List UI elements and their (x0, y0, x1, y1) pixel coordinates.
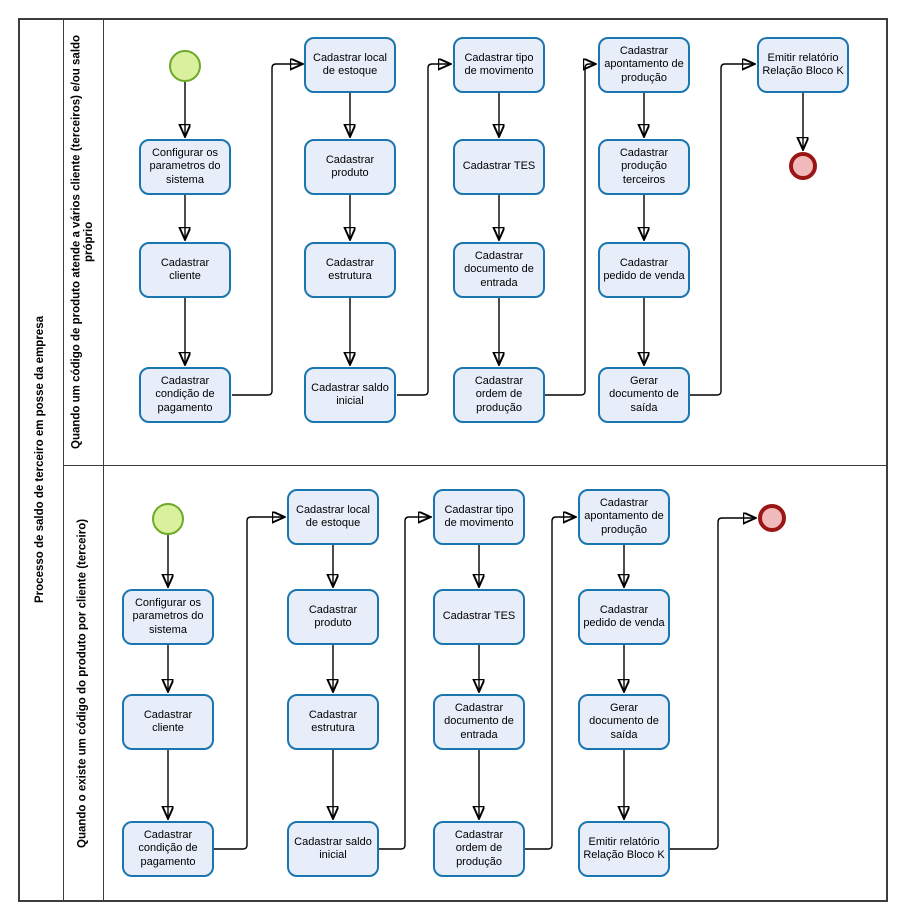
pool-label-divider (63, 18, 64, 902)
lane2-task-cadastrar-local-estoque[interactable]: Cadastrar local de estoque (287, 489, 379, 545)
lane2-task-cadastrar-pedido-venda[interactable]: Cadastrar pedido de venda (578, 589, 670, 645)
lane-label-divider (103, 18, 104, 902)
lane-divider (63, 465, 888, 466)
lane2-task-cadastrar-tipo-movimento[interactable]: Cadastrar tipo de movimento (433, 489, 525, 545)
lane1-label: Quando um código de produto atende a vár… (70, 34, 95, 449)
lane2-task-cadastrar-documento-entrada[interactable]: Cadastrar documento de entrada (433, 694, 525, 750)
lane2-task-emitir-relatorio-bloco-k[interactable]: Emitir relatório Relação Bloco K (578, 821, 670, 877)
lane2-task-gerar-documento-saida[interactable]: Gerar documento de saída (578, 694, 670, 750)
lane2-task-cadastrar-saldo-inicial[interactable]: Cadastrar saldo inicial (287, 821, 379, 877)
lane2-task-cadastrar-condicao-pagamento[interactable]: Cadastrar condição de pagamento (122, 821, 214, 877)
lane1-task-cadastrar-tipo-movimento[interactable]: Cadastrar tipo de movimento (453, 37, 545, 93)
lane1-task-cadastrar-apontamento-producao[interactable]: Cadastrar apontamento de produção (598, 37, 690, 93)
lane2-task-cadastrar-produto[interactable]: Cadastrar produto (287, 589, 379, 645)
lane1-end-event[interactable] (789, 152, 817, 180)
lane1-task-cadastrar-saldo-inicial[interactable]: Cadastrar saldo inicial (304, 367, 396, 423)
lane1-task-cadastrar-tes[interactable]: Cadastrar TES (453, 139, 545, 195)
lane1-task-cadastrar-documento-entrada[interactable]: Cadastrar documento de entrada (453, 242, 545, 298)
lane1-task-cadastrar-pedido-venda[interactable]: Cadastrar pedido de venda (598, 242, 690, 298)
lane1-task-gerar-documento-saida[interactable]: Gerar documento de saída (598, 367, 690, 423)
lane2-start-event[interactable] (152, 503, 184, 535)
lane2-label: Quando o existe um código do produto por… (76, 518, 89, 849)
lane2-task-cadastrar-estrutura[interactable]: Cadastrar estrutura (287, 694, 379, 750)
lane1-task-emitir-relatorio-bloco-k[interactable]: Emitir relatório Relação Bloco K (757, 37, 849, 93)
lane1-task-configurar-parametros[interactable]: Configurar os parametros do sistema (139, 139, 231, 195)
lane1-task-cadastrar-estrutura[interactable]: Cadastrar estrutura (304, 242, 396, 298)
lane2-task-configurar-parametros[interactable]: Configurar os parametros do sistema (122, 589, 214, 645)
lane1-task-cadastrar-cliente[interactable]: Cadastrar cliente (139, 242, 231, 298)
lane2-task-cadastrar-ordem-producao[interactable]: Cadastrar ordem de produção (433, 821, 525, 877)
lane2-task-cadastrar-tes[interactable]: Cadastrar TES (433, 589, 525, 645)
lane1-start-event[interactable] (169, 50, 201, 82)
lane2-task-cadastrar-cliente[interactable]: Cadastrar cliente (122, 694, 214, 750)
lane1-task-cadastrar-condicao-pagamento[interactable]: Cadastrar condição de pagamento (139, 367, 231, 423)
lane1-task-cadastrar-ordem-producao[interactable]: Cadastrar ordem de produção (453, 367, 545, 423)
pool-label: Processo de saldo de terceiro em posse d… (34, 316, 47, 604)
lane1-task-cadastrar-produto[interactable]: Cadastrar produto (304, 139, 396, 195)
lane2-task-cadastrar-apontamento-producao[interactable]: Cadastrar apontamento de produção (578, 489, 670, 545)
lane1-task-cadastrar-local-estoque[interactable]: Cadastrar local de estoque (304, 37, 396, 93)
lane1-task-cadastrar-producao-terceiros[interactable]: Cadastrar produção terceiros (598, 139, 690, 195)
lane2-end-event[interactable] (758, 504, 786, 532)
